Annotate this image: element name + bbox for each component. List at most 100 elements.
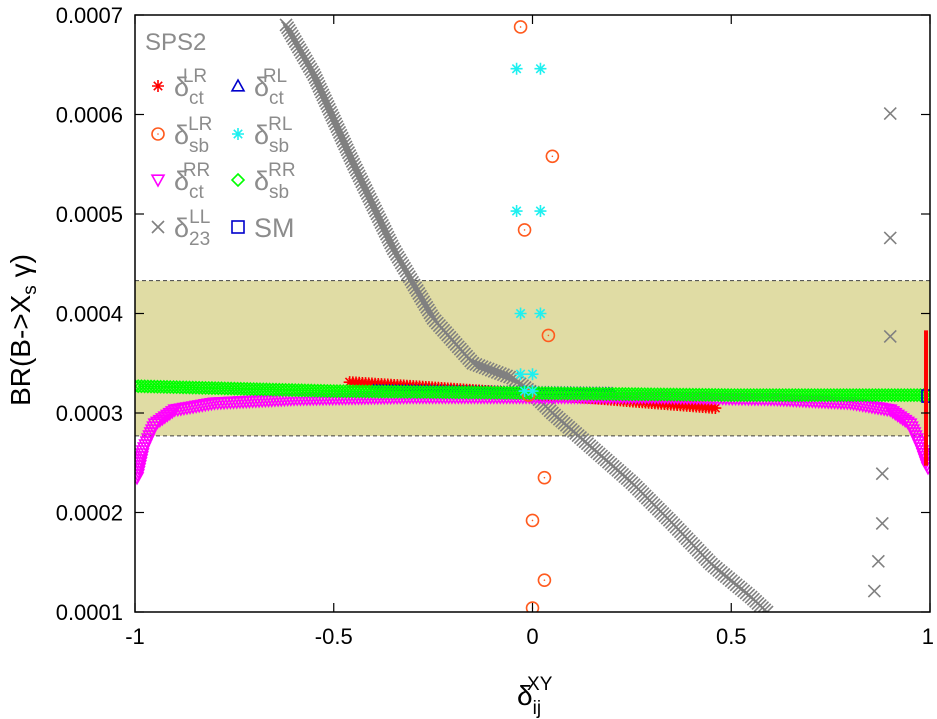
sb_RR-point [820, 387, 835, 403]
x-tick-label: 0.5 [716, 624, 747, 649]
sb_RR-point [182, 380, 197, 395]
sb_RR-point [246, 381, 261, 397]
sb_RR-point [785, 387, 800, 403]
sb_RL-point [510, 205, 523, 218]
sb_RR-point [345, 384, 361, 399]
ct_RR-point [135, 457, 148, 471]
sb_RR-point [910, 387, 925, 403]
sb_RR-point [214, 381, 229, 396]
sb_RR-point [490, 385, 505, 400]
axes-layer: 0.00010.00020.00030.00040.00050.00060.00… [56, 3, 934, 649]
sb_RR-point [493, 385, 508, 400]
sb_RR-point [839, 387, 854, 403]
sb_RR-point [624, 386, 640, 402]
legend-entry-ct_RL: δctRL [230, 66, 287, 109]
legend-marker-ct_RL [230, 78, 246, 92]
sb_RR-point [147, 379, 162, 394]
legend-label-sb_LR: δsbLR [174, 114, 212, 157]
legend-entry-sb_RL: δsbRL [232, 114, 292, 157]
sb_RR-point [897, 387, 912, 403]
series-sb_LR-6 [513, 20, 560, 612]
sb_RR-point [797, 387, 813, 403]
sb_RR-point [297, 383, 313, 398]
sb_RR-point [143, 379, 159, 394]
sb_RR-point [765, 387, 781, 403]
sb_RR-point [294, 383, 309, 398]
sb_RR-point [778, 387, 793, 403]
sb_RR-point [211, 381, 226, 396]
sb_RR-point [817, 387, 832, 403]
d23_LL-point [760, 605, 774, 612]
sb_RR-point [349, 384, 364, 399]
sb_RR-point [381, 384, 396, 399]
sb_RR-point [249, 382, 264, 397]
legend-entry-sb_RR: δsbRR [230, 160, 296, 203]
sb_RR-point [496, 385, 511, 400]
sb_LR-point [513, 20, 528, 34]
y-tick-label: 0.0002 [56, 501, 123, 526]
sb_RR-point [166, 379, 181, 395]
legend-marker-sb_RL [232, 128, 244, 140]
sb_RR-point [374, 384, 389, 399]
sb_RR-point [150, 379, 165, 394]
sb_RR-point [756, 387, 771, 403]
y-axis-title: BR(B->Xs γ) [5, 254, 41, 406]
sb_RR-point [704, 387, 720, 403]
sb_RR-point [845, 387, 861, 403]
sb_RR-point [435, 385, 450, 400]
sb_RR-point [502, 385, 518, 401]
sb_RR-point [794, 387, 809, 403]
sb_RR-point [656, 387, 672, 402]
sb_RR-point [300, 383, 316, 398]
ct_LR-point [709, 402, 722, 415]
sb_RR-point [890, 387, 906, 403]
sb_RR-point [551, 386, 566, 401]
legend-marker-ct_RR [150, 174, 166, 188]
sb_RR-point [333, 384, 348, 399]
series-layer [135, 18, 930, 612]
sb_RR-point [826, 387, 841, 403]
sb_RR-point [499, 385, 514, 400]
sb_RR-point [676, 387, 691, 402]
sb_RR-point [695, 387, 710, 402]
ct_RR-point [897, 414, 913, 429]
sb_RR-point [906, 387, 922, 403]
sb_RR-point [852, 387, 867, 403]
legend-marker-sb_RR [230, 172, 246, 188]
sb_RR-point [409, 384, 425, 400]
sb_LR-point [537, 573, 552, 587]
sb_RR-point [365, 384, 380, 399]
sb_RR-point [313, 383, 329, 398]
sb_RR-point [483, 385, 498, 400]
sb_RR-point [842, 387, 857, 403]
y-tick-label: 0.0004 [56, 302, 123, 327]
sb_RR-point [849, 387, 864, 403]
y-tick-label: 0.0006 [56, 103, 123, 128]
sb_RR-point [752, 387, 768, 403]
d23_LL-point [867, 584, 881, 598]
sb_RL-point [510, 62, 523, 75]
sb_RR-point [733, 387, 748, 403]
sb_LR-point [517, 223, 532, 237]
sb_RR-point [570, 386, 585, 401]
allowed-band [135, 280, 930, 436]
sb_RR-point [829, 387, 845, 403]
sb_RR-point [599, 386, 614, 401]
sb_RR-point [368, 384, 383, 399]
sb_RR-point [554, 386, 569, 401]
y-tick-label: 0.0001 [56, 600, 123, 625]
band-layer [135, 280, 930, 437]
d23_LL-point [875, 467, 889, 481]
sb_RR-point [291, 383, 306, 398]
sb_RL-point [514, 307, 527, 320]
sb_RL-point [518, 385, 531, 398]
sb_RR-point [762, 387, 777, 403]
x-tick-label: 1 [922, 624, 934, 649]
sb_RR-point [743, 387, 758, 403]
sb_RR-point [467, 385, 482, 400]
series-d23_LL-1 [867, 106, 897, 598]
sb_RR-point [236, 381, 252, 396]
sb_RR-point [201, 380, 216, 396]
sb_RR-point [884, 387, 899, 403]
plot-area [135, 18, 930, 612]
